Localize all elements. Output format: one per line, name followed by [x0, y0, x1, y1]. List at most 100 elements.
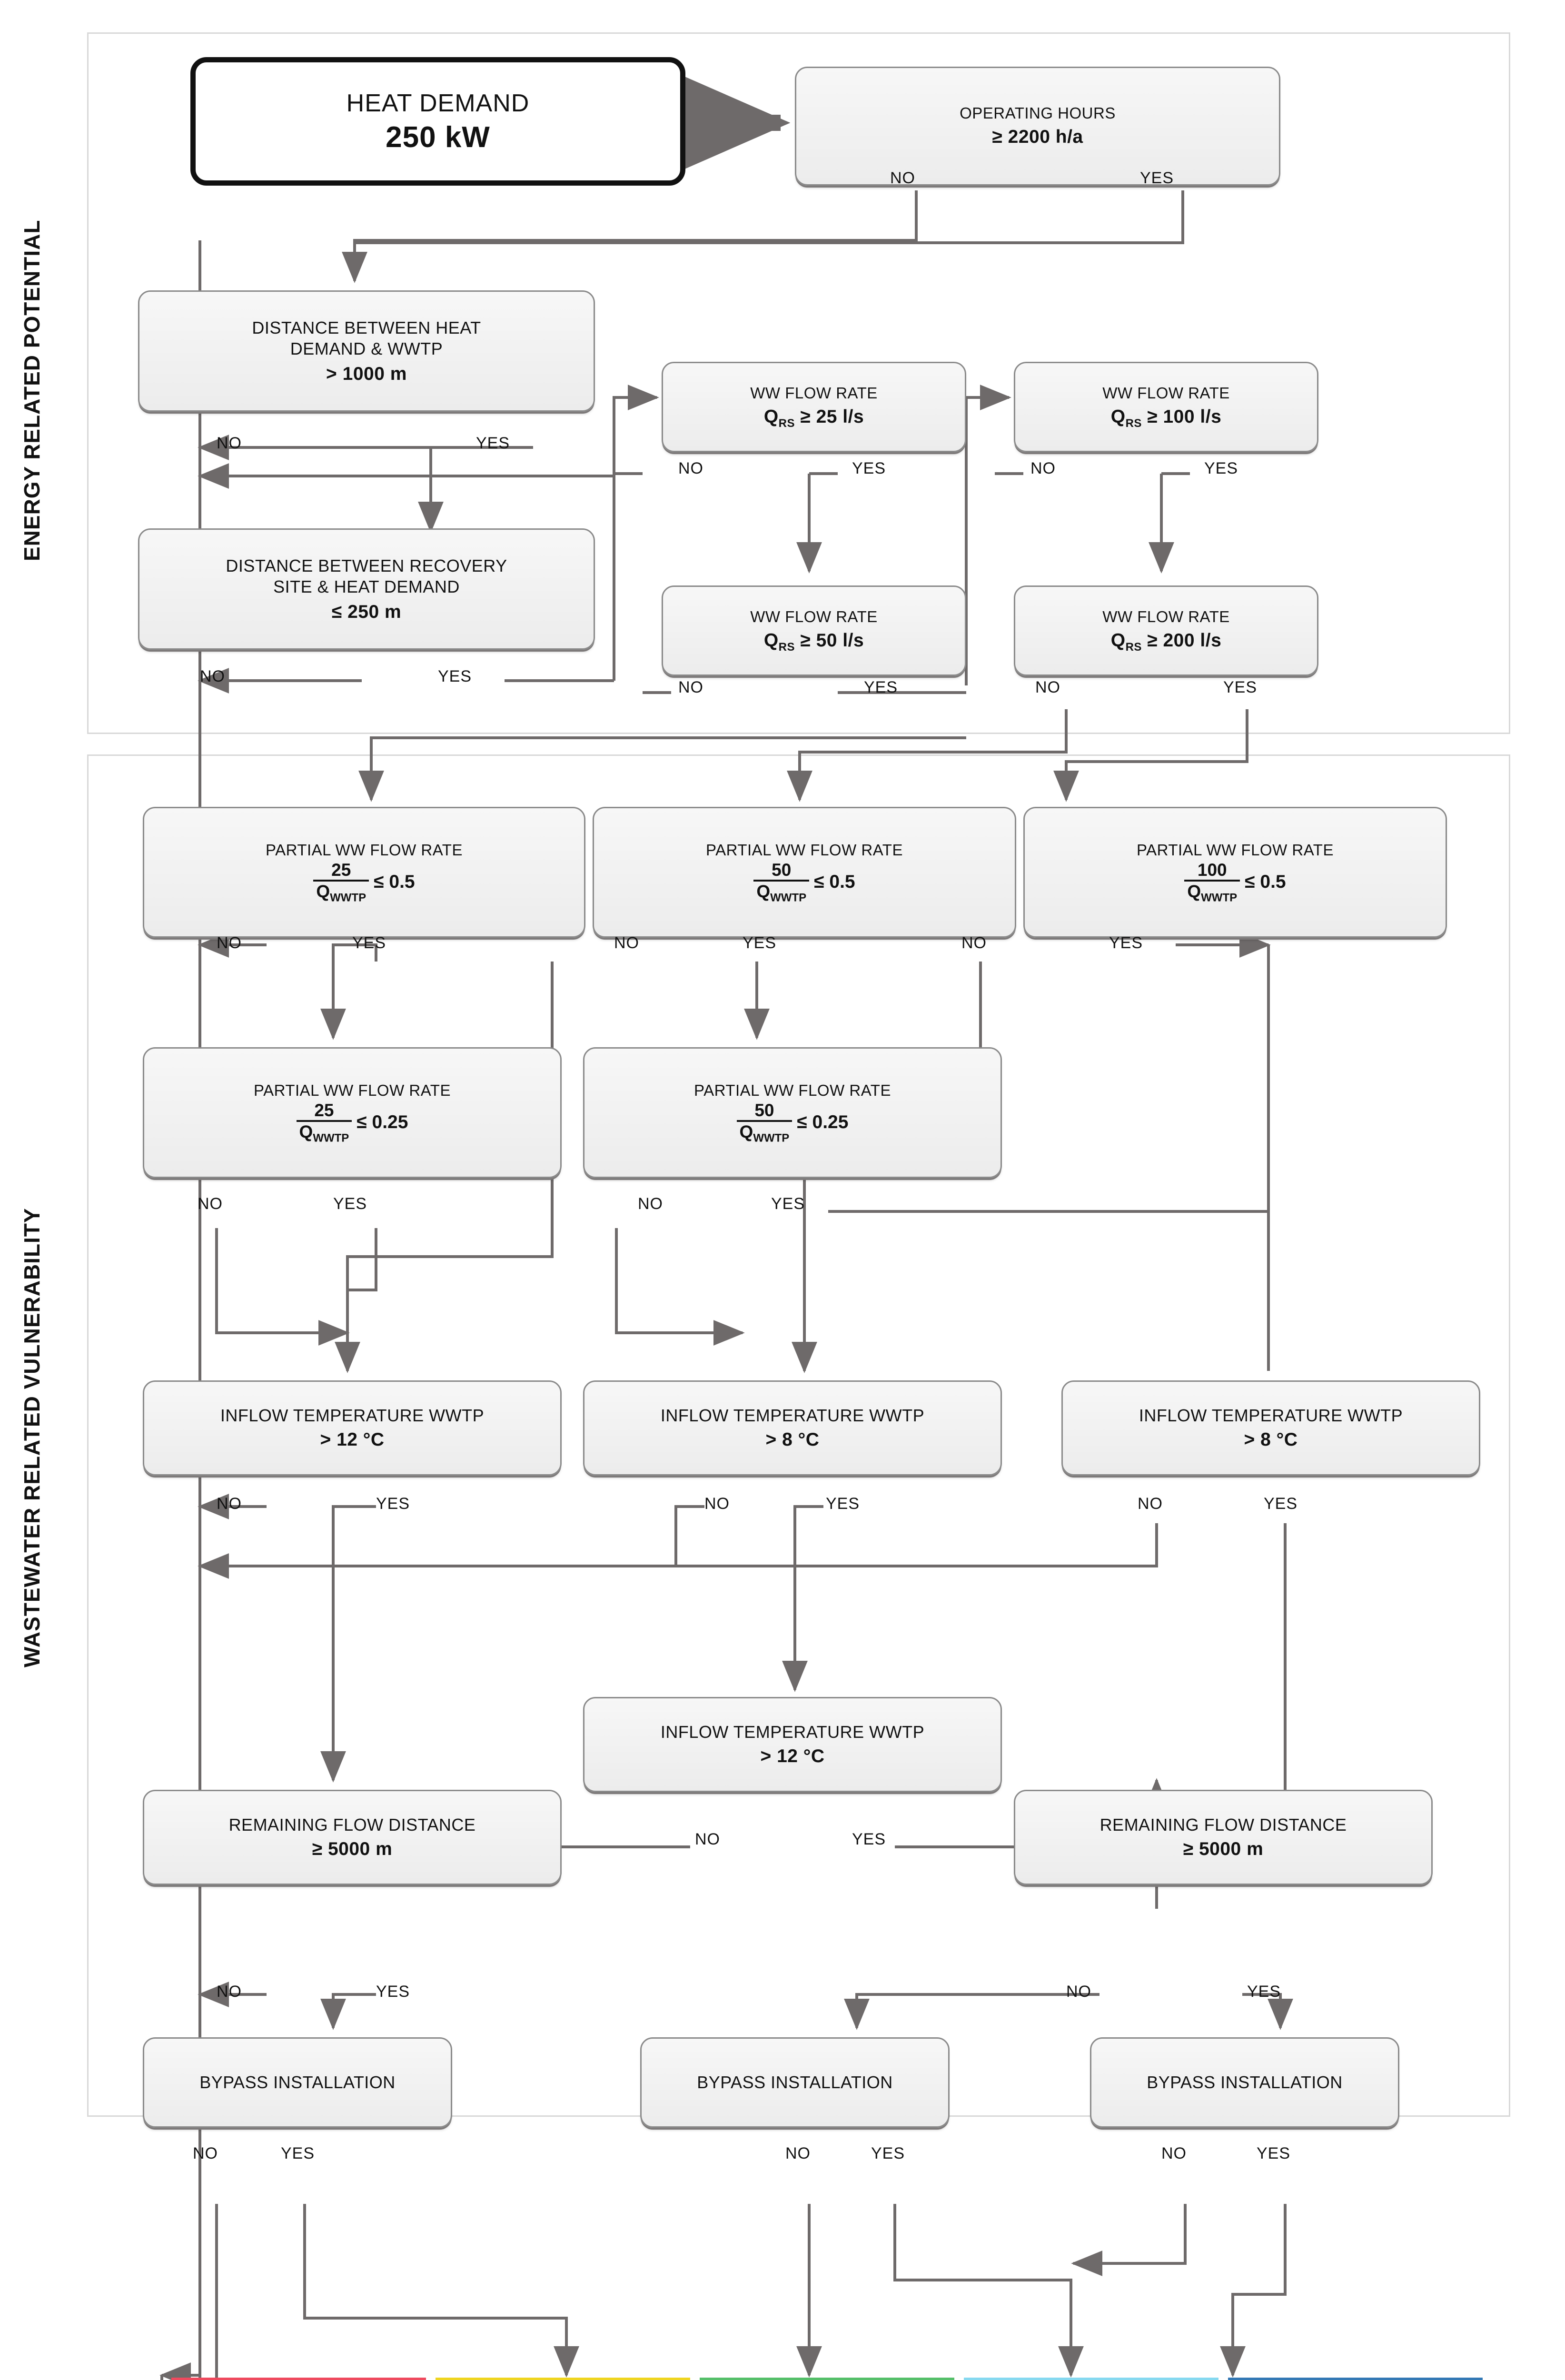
node-partial-ww-25-025[interactable]: PARTIAL WW FLOW RATE 25 QWWTP ≤ 0.25	[143, 1047, 562, 1178]
fraction: 50 QWWTP	[736, 1101, 792, 1144]
fraction-comparison: ≤ 0.25	[797, 1112, 849, 1133]
fraction-50-05: 50 QWWTP ≤ 0.5	[753, 861, 855, 903]
node-operating-hours[interactable]: OPERATING HOURS ≥ 2200 h/a	[795, 67, 1280, 186]
node-distance-recovery-site-heat-demand[interactable]: DISTANCE BETWEEN RECOVERY SITE & HEAT DE…	[138, 528, 595, 650]
fraction-25-05: 25 QWWTP ≤ 0.5	[313, 861, 415, 903]
node-pw-25-025-title: PARTIAL WW FLOW RATE	[254, 1081, 451, 1099]
fraction-bar	[313, 879, 369, 882]
node-ww-100-title: WW FLOW RATE	[1102, 384, 1230, 402]
node-ww-flow-rate-100[interactable]: WW FLOW RATE QRS ≥ 100 l/s	[1014, 362, 1318, 452]
node-inflow-temperature-12-lower[interactable]: INFLOW TEMPERATURE WWTP > 12 °C	[583, 1697, 1002, 1792]
node-inflow-temperature-8-middle[interactable]: INFLOW TEMPERATURE WWTP > 8 °C	[583, 1380, 1002, 1476]
branch-label-temp12a-no: NO	[217, 1495, 242, 1513]
fraction-denominator: QWWTP	[753, 882, 809, 903]
result-most-suitable[interactable]: most suitable	[1228, 2378, 1483, 2380]
q-symbol: Q	[739, 1121, 753, 1141]
node-temp-12d-title: INFLOW TEMPERATURE WWTP	[660, 1722, 925, 1742]
q-symbol: Q	[1110, 406, 1126, 427]
branch-label-ww200-yes: YES	[1223, 678, 1258, 696]
branch-label-pw10005-yes: YES	[1109, 934, 1143, 952]
branch-label-dist-hd-wwtp-no: NO	[217, 434, 242, 452]
branch-label-operating-hours-yes: YES	[1140, 169, 1174, 187]
branch-label-pw5005-yes: YES	[743, 934, 777, 952]
branch-label-pw2505-yes: YES	[352, 934, 386, 952]
fraction-100-05: 100 QWWTP ≤ 0.5	[1184, 861, 1286, 903]
result-less-suitable[interactable]: less suitable	[436, 2378, 690, 2380]
node-inflow-temperature-8-right[interactable]: INFLOW TEMPERATURE WWTP > 8 °C	[1061, 1380, 1480, 1476]
section-label-energy: ENERGY RELATED POTENTIAL	[20, 219, 44, 561]
fraction-numerator: 25	[331, 860, 351, 880]
node-remaining-flow-distance-left[interactable]: REMAINING FLOW DISTANCE ≥ 5000 m	[143, 1790, 562, 1885]
branch-label-temp12d-yes: YES	[852, 1830, 886, 1848]
result-suitable[interactable]: suitable	[700, 2378, 954, 2380]
start-node-heat-demand: HEAT DEMAND 250 kW	[190, 57, 685, 186]
branch-label-pw10005-no: NO	[961, 934, 987, 952]
section-label-wastewater: WASTEWATER RELATED VULNERABILITY	[20, 1208, 44, 1667]
branch-label-ww100-yes: YES	[1204, 459, 1238, 477]
branch-label-rfdleft-yes: YES	[376, 1983, 410, 2001]
branch-label-pw25025-no: NO	[198, 1195, 223, 1213]
branch-label-pw5005-no: NO	[614, 934, 639, 952]
branch-label-bypassright-no: NO	[1161, 2144, 1187, 2162]
branch-label-operating-hours-no: NO	[890, 169, 915, 187]
node-ww-flow-rate-200[interactable]: WW FLOW RATE QRS ≥ 200 l/s	[1014, 585, 1318, 676]
node-ww-25-title: WW FLOW RATE	[750, 384, 878, 402]
node-pw-50-05-title: PARTIAL WW FLOW RATE	[706, 841, 903, 859]
q-symbol: Q	[316, 881, 330, 901]
fraction-comparison: ≤ 0.5	[814, 872, 855, 892]
node-distance-hd-wwtp-title-line2: DEMAND & WWTP	[290, 338, 443, 358]
node-ww-flow-rate-50[interactable]: WW FLOW RATE QRS ≥ 50 l/s	[662, 585, 966, 676]
branch-label-bypassleft-no: NO	[193, 2144, 218, 2162]
node-ww-50-threshold: ≥ 50 l/s	[800, 630, 864, 651]
fraction-numerator: 100	[1197, 860, 1227, 880]
fraction: 50 QWWTP	[753, 861, 810, 903]
q-subscript: RS	[778, 640, 795, 654]
node-temp-8b-title: INFLOW TEMPERATURE WWTP	[660, 1405, 925, 1425]
node-inflow-temperature-12-left[interactable]: INFLOW TEMPERATURE WWTP > 12 °C	[143, 1380, 562, 1476]
branch-label-ww200-no: NO	[1035, 678, 1060, 696]
node-distance-heat-demand-wwtp[interactable]: DISTANCE BETWEEN HEAT DEMAND & WWTP > 10…	[138, 290, 595, 412]
node-partial-ww-50-05[interactable]: PARTIAL WW FLOW RATE 50 QWWTP ≤ 0.5	[593, 807, 1016, 938]
node-ww-200-value: QRS ≥ 200 l/s	[1111, 630, 1222, 654]
node-rfd-right-title: REMAINING FLOW DISTANCE	[1099, 1815, 1347, 1835]
start-node-value: 250 kW	[386, 120, 490, 154]
result-very-suitable[interactable]: very suitable	[964, 2378, 1218, 2380]
q-symbol: Q	[763, 406, 779, 427]
q-subscript: WWTP	[753, 1131, 790, 1144]
node-ww-100-value: QRS ≥ 100 l/s	[1111, 407, 1222, 430]
q-subscript: RS	[1125, 416, 1142, 430]
fraction-denominator: QWWTP	[297, 1122, 352, 1144]
node-distance-rs-hd-value: ≤ 250 m	[331, 601, 402, 622]
result-not-suitable[interactable]: not suitable	[171, 2378, 426, 2380]
node-distance-hd-wwtp-title-line1: DISTANCE BETWEEN HEAT	[252, 317, 481, 337]
node-pw-100-05-title: PARTIAL WW FLOW RATE	[1137, 841, 1334, 859]
node-bypass-installation-left[interactable]: BYPASS INSTALLATION	[143, 2037, 452, 2128]
node-rfd-left-title: REMAINING FLOW DISTANCE	[228, 1815, 476, 1835]
branch-label-bypassleft-yes: YES	[281, 2144, 315, 2162]
node-bypass-installation-right[interactable]: BYPASS INSTALLATION	[1090, 2037, 1399, 2128]
fraction-50-025: 50 QWWTP ≤ 0.25	[736, 1101, 849, 1144]
branch-label-bypassmid-no: NO	[785, 2144, 811, 2162]
branch-label-dist-rs-hd-no: NO	[200, 667, 225, 685]
node-partial-ww-100-05[interactable]: PARTIAL WW FLOW RATE 100 QWWTP ≤ 0.5	[1023, 807, 1447, 938]
branch-label-rfdright-yes: YES	[1247, 1983, 1281, 2001]
node-temp-12a-title: INFLOW TEMPERATURE WWTP	[220, 1405, 485, 1425]
branch-label-ww100-no: NO	[1030, 459, 1056, 477]
node-partial-ww-25-05[interactable]: PARTIAL WW FLOW RATE 25 QWWTP ≤ 0.5	[143, 807, 585, 938]
branch-label-temp8c-no: NO	[1138, 1495, 1163, 1513]
node-ww-200-title: WW FLOW RATE	[1102, 608, 1230, 626]
fraction: 100 QWWTP	[1184, 861, 1240, 903]
node-bypass-installation-middle[interactable]: BYPASS INSTALLATION	[640, 2037, 950, 2128]
node-remaining-flow-distance-right[interactable]: REMAINING FLOW DISTANCE ≥ 5000 m	[1014, 1790, 1433, 1885]
node-temp-8b-value: > 8 °C	[765, 1429, 820, 1450]
node-pw-25-05-title: PARTIAL WW FLOW RATE	[266, 841, 463, 859]
branch-label-ww50-yes: YES	[864, 678, 898, 696]
branch-label-bypassright-yes: YES	[1257, 2144, 1291, 2162]
node-partial-ww-50-025[interactable]: PARTIAL WW FLOW RATE 50 QWWTP ≤ 0.25	[583, 1047, 1002, 1178]
node-ww-flow-rate-25[interactable]: WW FLOW RATE QRS ≥ 25 l/s	[662, 362, 966, 452]
fraction-comparison: ≤ 0.25	[357, 1112, 408, 1133]
node-temp-8c-value: > 8 °C	[1244, 1429, 1298, 1450]
fraction-comparison: ≤ 0.5	[374, 872, 415, 892]
fraction-25-025: 25 QWWTP ≤ 0.25	[296, 1101, 408, 1144]
